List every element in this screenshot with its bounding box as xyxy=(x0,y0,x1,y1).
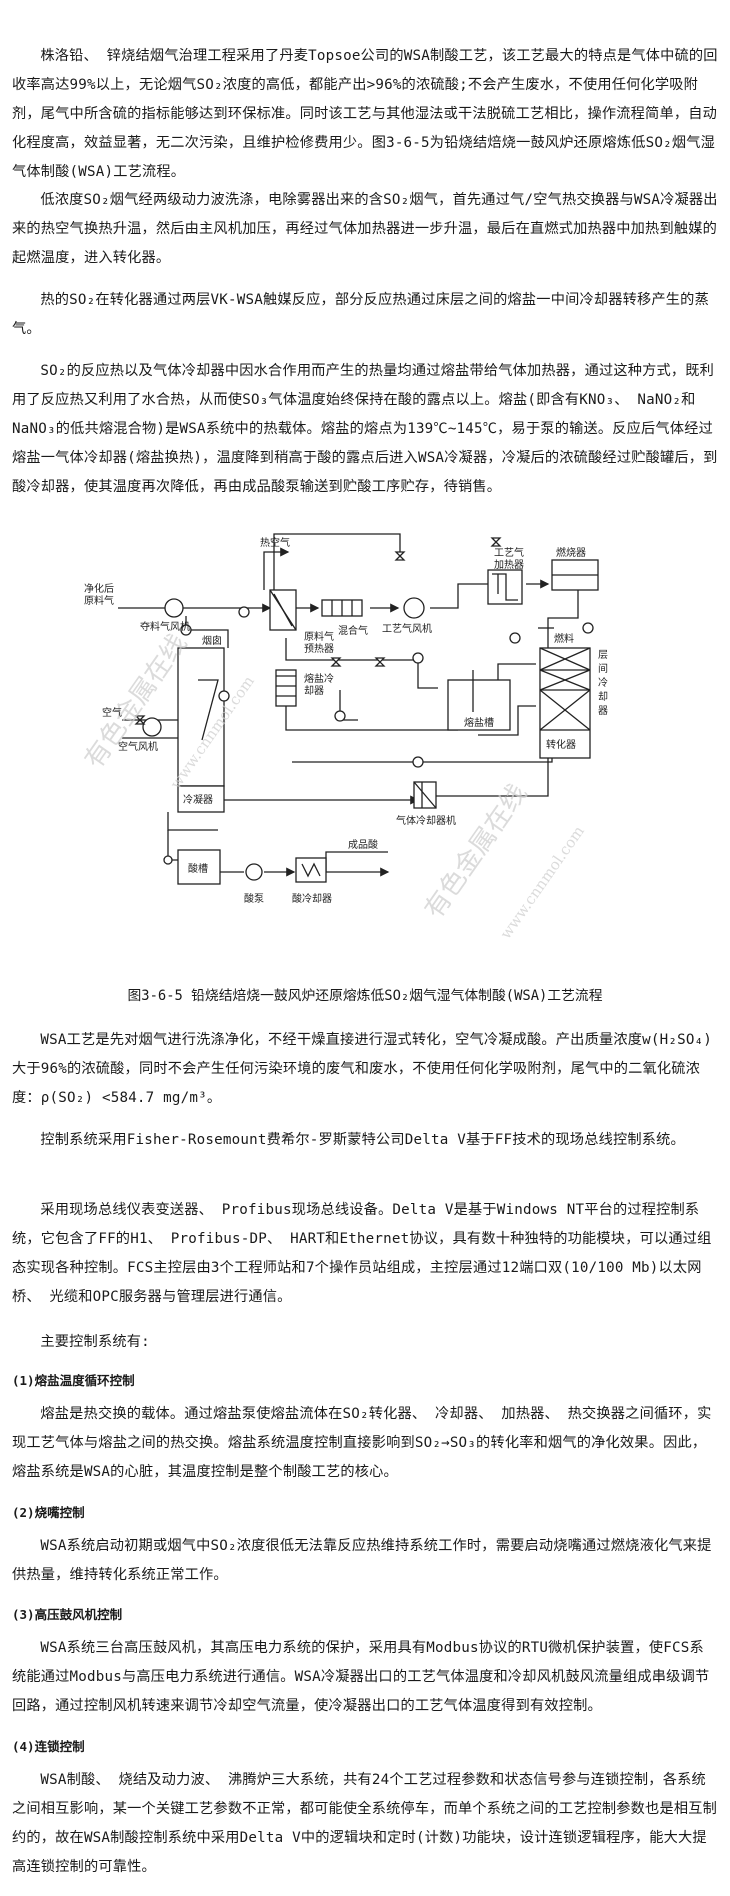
label-process-heater-1: 工艺气 xyxy=(494,546,524,559)
paragraph-salt-temperature-control: 熔盐是热交换的载体。通过熔盐泵使熔盐流体在SO₂转化器、 冷却器、 加热器、 热… xyxy=(12,1406,712,1480)
paragraph-main-controls: 主要控制系统有: xyxy=(40,1334,150,1350)
label-salt-tank: 熔盐槽 xyxy=(464,716,494,729)
salt-tank-shape xyxy=(447,679,511,731)
label-interbed-4: 却 xyxy=(598,691,608,703)
label-acid-cooler: 酸冷却器 xyxy=(292,892,332,905)
process-fan-shape xyxy=(403,597,425,619)
label-gas-cooler: 气体冷却器机 xyxy=(396,814,456,827)
heading-salt-temperature-control: (1)熔盐温度循环控制 xyxy=(12,1373,135,1388)
wsa-process-flow-diagram: 有色金属在线 www.cnnmol.com 有色金属在线 www.cnnmol.… xyxy=(78,530,630,960)
acid-tank-shape xyxy=(177,849,221,885)
label-feed-preheater-2: 预热器 xyxy=(304,642,334,655)
condenser-shape xyxy=(177,785,225,813)
heading-interlock-control: (4)连锁控制 xyxy=(12,1739,85,1754)
label-salt-cooler-2: 却器 xyxy=(304,685,324,697)
label-interbed-2: 间 xyxy=(598,662,608,675)
label-chimney: 烟囱 xyxy=(202,634,222,647)
flow-diagram-svg: 有色金属在线 www.cnnmol.com 有色金属在线 www.cnnmol.… xyxy=(79,533,608,942)
label-interbed-3: 冷 xyxy=(598,676,608,689)
label-hot-air: 热空气 xyxy=(260,536,290,549)
salt-cooler-shape xyxy=(275,669,297,707)
label-tail-gas-fan: 夺料气风机 xyxy=(140,620,190,633)
acid-pump-shape xyxy=(245,863,263,881)
label-air-fan: 空气风机 xyxy=(118,740,158,753)
tail-gas-fan-shape xyxy=(164,598,184,618)
paragraph-interlock-control: WSA制酸、 烧结及动力波、 沸腾炉三大系统，共有24个工艺过程参数和状态信号参… xyxy=(12,1772,717,1875)
label-fuel: 燃料 xyxy=(554,632,574,645)
label-acid-pump: 酸泵 xyxy=(244,892,264,905)
label-process-fan: 工艺气风机 xyxy=(382,622,432,635)
label-condenser: 冷凝器 xyxy=(183,793,213,806)
paragraph-intro: 株洛铅、 锌烧结烟气治理工程采用了丹麦Topsoe公司的WSA制酸工艺，该工艺最… xyxy=(12,48,718,180)
paragraph-molten-salt: SO₂的反应热以及气体冷却器中因水合作用而产生的热量均通过熔盐带给气体加热器，通… xyxy=(12,363,718,495)
paragraph-burner-control: WSA系统启动初期或烟气中SO₂浓度很低无法靠反应热维持系统工作时，需要启动烧嘴… xyxy=(12,1538,712,1583)
paragraph-converter: 热的SO₂在转化器通过两层VK-WSA触媒反应，部分反应热通过床层之间的熔盐一中… xyxy=(12,292,709,337)
label-converter: 转化器 xyxy=(546,738,576,751)
label-process-heater-2: 加热器 xyxy=(494,558,524,571)
watermark-text-4: www.cnnmol.com xyxy=(497,822,588,942)
label-feed-preheater-1: 原料气 xyxy=(304,630,334,643)
valve-shape xyxy=(394,551,406,561)
process-heater-shape xyxy=(487,569,523,605)
paragraph-gas-flow: 低浓度SO₂烟气经两级动力波洗涤，电除雾器出来的含SO₂烟气，首先通过气/空气热… xyxy=(12,192,718,266)
paragraph-blower-control: WSA系统三台高压鼓风机，其高压电力系统的保护，采用具有Modbus协议的RTU… xyxy=(12,1640,710,1714)
paragraph-fieldbus: 采用现场总线仪表变送器、 Profibus现场总线设备。Delta V是基于Wi… xyxy=(12,1202,712,1305)
label-burner: 燃烧器 xyxy=(556,546,586,559)
paragraph-control-system: 控制系统采用Fisher-Rosemount费希尔-罗斯蒙特公司Delta V基… xyxy=(40,1132,685,1148)
label-air: 空气 xyxy=(102,706,122,719)
paragraph-wsa-summary: WSA工艺是先对烟气进行洗涤净化，不经干燥直接进行湿式转化，空气冷凝成酸。产出质… xyxy=(12,1032,713,1106)
label-raw-gas: 原料气 xyxy=(84,594,114,607)
label-interbed-1: 层 xyxy=(598,649,608,661)
heading-blower-control: (3)高压鼓风机控制 xyxy=(12,1607,123,1622)
figure-caption: 图3-6-5 铅烧结焙烧一鼓风炉还原熔炼低SO₂烟气湿气体制酸(WSA)工艺流程 xyxy=(127,988,603,1004)
air-fan-shape xyxy=(142,717,162,737)
wash-tower-shape xyxy=(177,647,225,787)
label-mixed-gas: 混合气 xyxy=(338,624,368,637)
label-interbed-5: 器 xyxy=(598,705,608,717)
label-clean-gas: 净化后 xyxy=(84,582,114,595)
label-salt-cooler-1: 熔盐冷 xyxy=(304,672,334,685)
label-acid-tank: 酸槽 xyxy=(188,862,208,875)
label-product-acid: 成品酸 xyxy=(348,838,378,851)
heading-burner-control: (2)烧嘴控制 xyxy=(12,1505,85,1520)
